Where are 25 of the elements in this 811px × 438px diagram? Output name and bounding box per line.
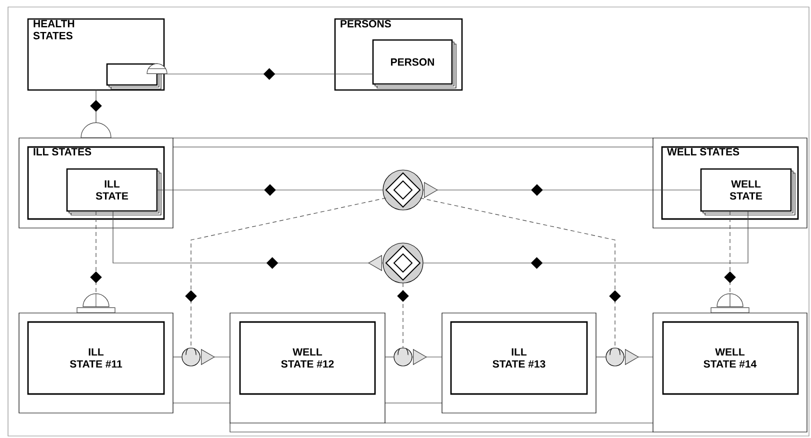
relationship-circle [382, 170, 424, 210]
connector [596, 356, 606, 358]
state-box: WELL STATE #14 [652, 312, 808, 432]
connector [80, 90, 112, 138]
junction-circle [606, 348, 624, 366]
state-box: ILL STATE #11 [18, 312, 174, 414]
connector [397, 282, 409, 348]
connector [420, 198, 621, 348]
entity-card: ILL STATE [66, 168, 162, 216]
entity-card: PERSON [372, 39, 456, 88]
connector [185, 198, 386, 348]
connector [146, 63, 374, 80]
state-box: WELL STATE #12 [230, 312, 386, 424]
connector [172, 356, 182, 358]
junction-circle [182, 348, 200, 366]
connector [384, 356, 394, 358]
junction-circle [394, 348, 412, 366]
connector [156, 184, 384, 196]
relationship-circle [382, 242, 424, 284]
connector [422, 210, 748, 269]
connector [76, 210, 116, 314]
connector [710, 210, 750, 314]
entity-card: WELL STATE [700, 168, 796, 216]
connector [112, 210, 384, 272]
state-box: ILL STATE #13 [442, 312, 596, 414]
